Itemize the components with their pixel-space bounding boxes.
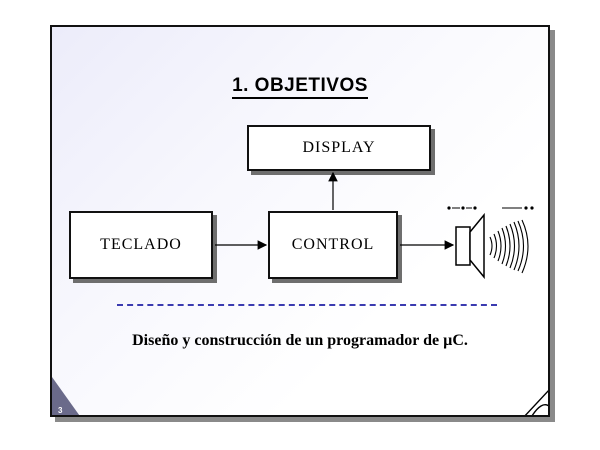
sound-waves-icon <box>489 219 529 274</box>
speaker-icon <box>447 206 534 280</box>
corner-fold-bottom-left <box>52 377 80 415</box>
teclado-block: TECLADO <box>69 211 213 279</box>
teclado-label: TECLADO <box>100 236 182 253</box>
dashed-separator <box>117 304 497 306</box>
page-curl-bottom-right <box>524 390 548 415</box>
display-label: DISPLAY <box>302 139 376 156</box>
display-block: DISPLAY <box>247 125 431 171</box>
slide-subtitle: Diseño y construcción de un programador … <box>132 332 468 349</box>
slide: 1. OBJETIVOS DISPLAY TECLADO CONTROL <box>50 25 550 417</box>
slide-title: 1. OBJETIVOS <box>52 75 548 99</box>
connections <box>52 171 548 415</box>
page-number: 3 <box>58 406 63 415</box>
control-block: CONTROL <box>268 211 398 279</box>
control-label: CONTROL <box>291 236 375 253</box>
